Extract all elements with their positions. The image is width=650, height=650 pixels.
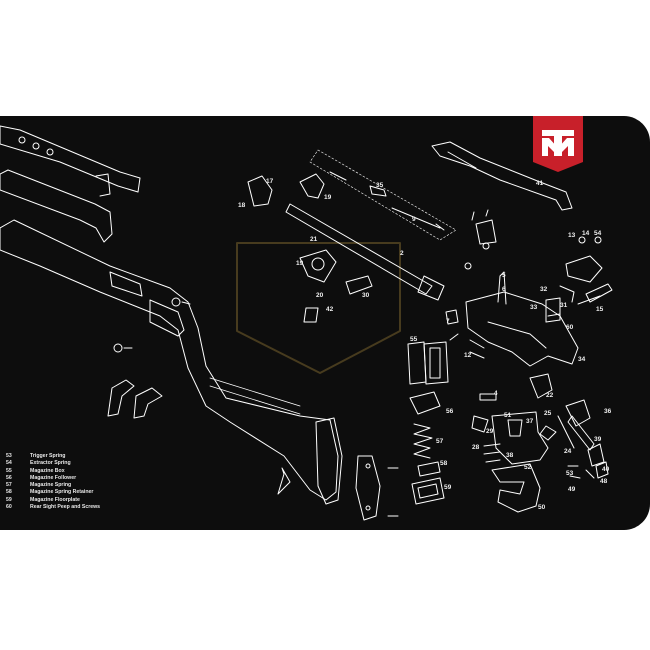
legend-row: 55 Magazine Box xyxy=(6,468,100,475)
legend-text: Trigger Spring xyxy=(30,453,66,459)
legend-num: 58 xyxy=(6,489,12,496)
gas-cylinder xyxy=(299,249,337,283)
part-label-19: 19 xyxy=(324,194,332,201)
trigger-guard xyxy=(491,463,541,513)
part-label-37: 37 xyxy=(526,418,534,425)
part-label-57: 57 xyxy=(436,438,444,445)
stock xyxy=(0,219,339,501)
part-label-55: 55 xyxy=(410,336,418,343)
bolt xyxy=(565,255,603,283)
part-label-2: 2 xyxy=(400,250,404,257)
part-label-53: 53 xyxy=(566,470,574,477)
legend-num: 59 xyxy=(6,496,12,503)
part-label-38: 38 xyxy=(506,452,514,459)
part-label-22: 22 xyxy=(546,392,554,399)
operating-rod xyxy=(431,141,573,211)
part-label-54: 54 xyxy=(594,230,602,237)
legend-num: 60 xyxy=(6,504,12,511)
magazine-floorplate xyxy=(411,477,445,505)
part-label-20: 20 xyxy=(316,292,324,299)
part-label-52: 52 xyxy=(524,464,532,471)
legend-text: Rear Sight Peep and Screws xyxy=(30,504,101,511)
part-label-41: 41 xyxy=(536,180,544,187)
part-label-32: 32 xyxy=(540,286,548,293)
legend-text: Magazine Spring Retainer xyxy=(30,489,94,496)
part-label-9: 9 xyxy=(412,216,416,223)
part-label-34: 34 xyxy=(578,356,586,363)
part-label-59: 59 xyxy=(444,484,452,491)
part-label-29: 29 xyxy=(486,428,494,435)
part-label-35: 35 xyxy=(376,182,384,189)
part-label-25: 25 xyxy=(544,410,552,417)
part-label-12: 12 xyxy=(464,352,472,359)
legend-num: 56 xyxy=(6,474,12,481)
magazine-retainer xyxy=(417,461,441,477)
barrel-muzzle xyxy=(417,275,445,301)
handguard-top xyxy=(0,125,141,193)
legend-text: Extractor Spring xyxy=(30,460,71,467)
legend-num: 57 xyxy=(6,482,12,489)
follower-assembly xyxy=(475,219,497,245)
legend-text: Magazine Floorplate xyxy=(30,496,80,503)
magazine-follower xyxy=(409,391,441,415)
front-sight xyxy=(299,173,325,199)
part-label-18: 18 xyxy=(238,202,246,209)
legend-row: 57 Magazine Spring xyxy=(6,482,100,489)
part-label-19b: 19 xyxy=(296,260,304,267)
part-label-5: 5 xyxy=(502,272,506,279)
butt-plate xyxy=(355,455,381,521)
brand-logo: MT xyxy=(533,116,583,172)
legend-num: 54 xyxy=(6,460,12,467)
part-label-24: 24 xyxy=(564,448,572,455)
legend-num: 53 xyxy=(6,453,12,459)
part-label-51: 51 xyxy=(504,412,512,419)
legend-row: 56 Magazine Follower xyxy=(6,475,100,482)
part-label-60: 60 xyxy=(566,324,574,331)
part-label-33: 33 xyxy=(530,304,538,311)
legend-text: Magazine Follower xyxy=(30,474,77,481)
part-label-31: 31 xyxy=(560,302,568,309)
legend-row: 54 Extractor Spring xyxy=(6,460,100,467)
part-label-56: 56 xyxy=(446,408,454,415)
legend-row: 58 Magazine Spring Retainer xyxy=(6,489,100,496)
legend-row: 60 Rear Sight Peep and Screws xyxy=(6,504,100,511)
barrel xyxy=(285,203,433,295)
hammer xyxy=(529,373,553,399)
part-label-48: 48 xyxy=(600,478,608,485)
stock-ferrule xyxy=(107,379,135,417)
buttplate xyxy=(315,417,343,505)
part-label-21: 21 xyxy=(310,236,318,243)
part-label-39: 39 xyxy=(594,436,602,443)
handguard-lower xyxy=(0,169,113,243)
part-label-30: 30 xyxy=(362,292,370,299)
legend-num: 55 xyxy=(6,467,12,474)
part-label-13: 13 xyxy=(568,232,576,239)
part-label-15: 15 xyxy=(596,306,604,313)
trigger-housing xyxy=(491,411,549,465)
part-label-6: 6 xyxy=(502,286,506,293)
part-label-28: 28 xyxy=(472,444,480,451)
part-label-50: 50 xyxy=(538,504,546,511)
part-label-40: 40 xyxy=(602,466,610,473)
part-label-49: 49 xyxy=(568,486,576,493)
sling-swivel xyxy=(277,467,291,495)
part-label-7: 7 xyxy=(446,318,450,325)
legend-row: 53 Trigger Spring xyxy=(6,453,100,460)
legend-text: Magazine Spring xyxy=(30,482,72,489)
part-label-14: 14 xyxy=(582,230,590,237)
legend-text: Magazine Box xyxy=(30,467,65,474)
receiver xyxy=(465,291,579,367)
part-label-36: 36 xyxy=(604,408,612,415)
magazine-spring xyxy=(413,423,433,459)
watermark-shield xyxy=(236,242,401,374)
exploded-parts-diagram xyxy=(0,125,613,521)
part-label-4: 4 xyxy=(494,390,498,397)
part-label-17: 17 xyxy=(266,178,274,185)
part-label-42: 42 xyxy=(326,306,334,313)
part-label-58: 58 xyxy=(440,460,448,467)
legend-row: 59 Magazine Floorplate xyxy=(6,497,100,504)
